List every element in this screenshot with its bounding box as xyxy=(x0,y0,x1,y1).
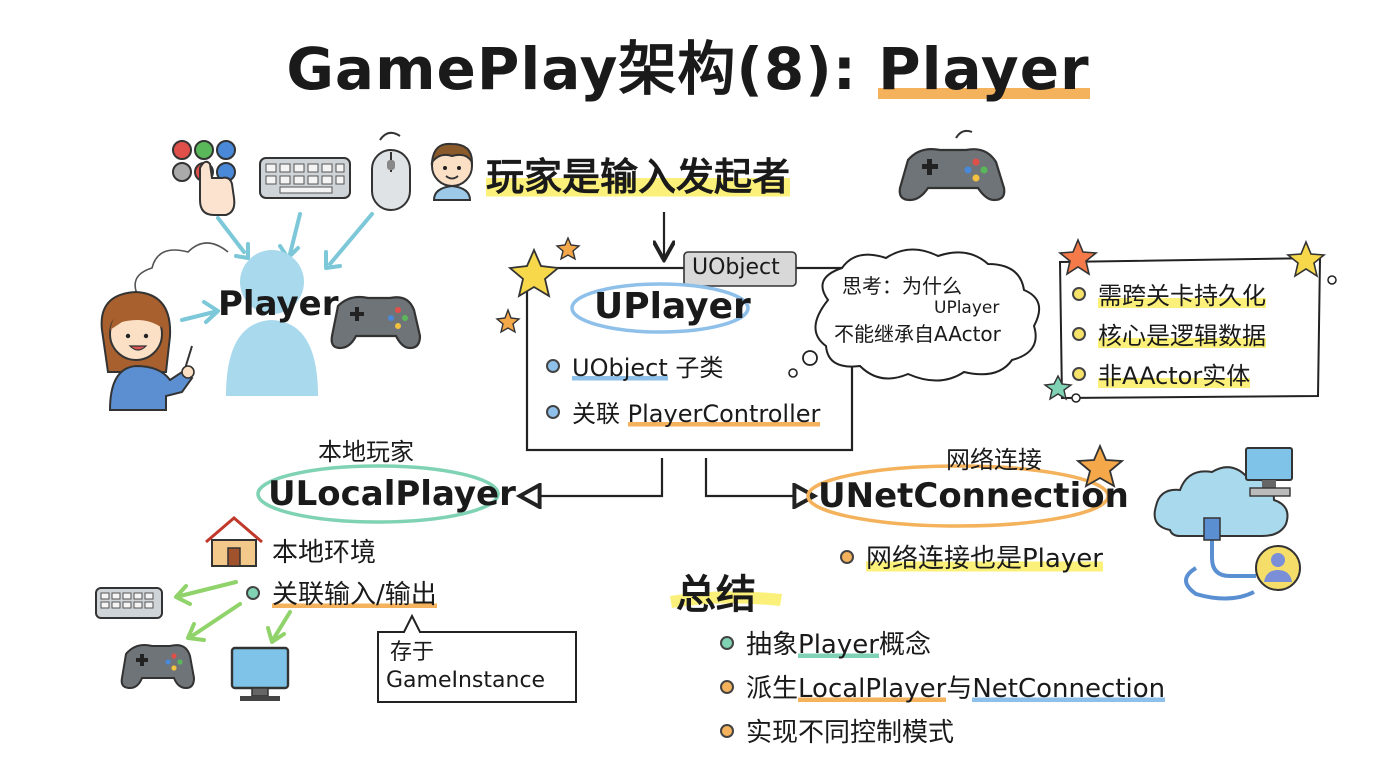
arrow-to-local xyxy=(522,458,664,496)
gamepad-icon xyxy=(120,644,196,690)
bullet xyxy=(1072,287,1086,301)
arrow-to-net xyxy=(704,458,812,496)
star-icon xyxy=(495,308,521,334)
gamepad-icon xyxy=(330,295,422,350)
touch-buttons-icon xyxy=(172,140,236,216)
gamepad-icon xyxy=(898,129,1006,202)
uplayer-name: UPlayer xyxy=(594,286,751,327)
cloud-note-line2: UPlayer xyxy=(934,298,1000,318)
bullet xyxy=(546,405,560,419)
net-caption: 网络连接 xyxy=(946,446,1042,474)
user-circle-icon xyxy=(1255,545,1301,591)
page-title: GamePlay架构(8): Player xyxy=(286,35,1090,103)
cloud-note-line3: 不能继承自AActor xyxy=(834,322,1001,346)
uplayer-item-prefix: 关联 xyxy=(572,400,628,428)
local-item: 关联输入/输出 xyxy=(246,574,437,611)
bullet xyxy=(840,549,854,564)
input-arrows xyxy=(180,212,374,324)
uplayer-item-suffix: PlayerController xyxy=(627,400,821,428)
io-arrows xyxy=(174,580,292,644)
uplayer-oval xyxy=(570,282,750,334)
summary-brush xyxy=(670,591,782,608)
note-line1: 存于 xyxy=(390,640,435,665)
note-line2: GameInstance xyxy=(386,668,546,693)
cloud-note-line1: 思考：为什么 xyxy=(842,274,962,298)
player-label: Player xyxy=(218,284,339,324)
note-box xyxy=(377,613,577,703)
uplayer-item: UObject 子类 xyxy=(546,348,723,383)
star-icon xyxy=(555,236,581,261)
uplayer-item-prefix: UObject xyxy=(572,354,668,382)
bullet xyxy=(720,635,734,650)
net-item: 网络连接也是Player xyxy=(840,538,1103,575)
summary-item: 派生LocalPlayer与NetConnection xyxy=(720,668,1166,705)
bullet xyxy=(1072,327,1086,341)
star-icon xyxy=(1043,374,1073,401)
bullet xyxy=(546,359,560,373)
girl-avatar-icon xyxy=(100,290,195,411)
uobject-tag-bg xyxy=(683,251,797,287)
person-silhouette-icon xyxy=(226,250,318,396)
uplayer-item: 关联 PlayerController xyxy=(546,394,821,429)
net-oval xyxy=(806,464,1110,528)
summary-item: 实现不同控制模式 xyxy=(720,712,954,749)
net-name: UNetConnection xyxy=(818,476,1129,516)
local-name: ULocalPlayer xyxy=(268,474,516,514)
bullet xyxy=(720,679,734,694)
keyboard-icon xyxy=(95,587,163,619)
top-center-label: 玩家是输入发起者 xyxy=(486,146,791,201)
ethernet-cable-icon xyxy=(1184,517,1256,601)
star-icon xyxy=(1057,237,1099,276)
right-box-item: 核心是逻辑数据 xyxy=(1072,316,1266,351)
title-highlight: Player xyxy=(878,35,1090,103)
star-icon xyxy=(1285,239,1327,278)
boy-avatar-icon xyxy=(430,142,474,201)
uobject-tag: UObject xyxy=(692,255,780,280)
bullet xyxy=(246,585,260,600)
right-box-item: 非AActor实体 xyxy=(1072,356,1251,391)
bullet xyxy=(1072,367,1086,381)
keyboard-icon xyxy=(259,157,351,199)
monitor-icon xyxy=(1245,447,1293,497)
mouse-icon xyxy=(371,131,411,211)
local-caption: 本地玩家 xyxy=(318,438,414,466)
local-item: 本地环境 xyxy=(272,538,377,568)
uplayer-item-suffix: 子类 xyxy=(667,354,724,382)
star-icon xyxy=(507,247,561,298)
summary-item: 抽象Player概念 xyxy=(720,624,931,661)
summary-title: 总结 xyxy=(676,572,756,618)
cloud-note-shape xyxy=(814,248,1041,382)
bullet xyxy=(720,723,734,738)
local-oval xyxy=(256,464,500,524)
right-box-frame xyxy=(1058,256,1322,400)
star-icon xyxy=(1075,443,1125,488)
house-icon xyxy=(205,516,263,567)
cloud-icon xyxy=(134,242,229,301)
monitor-icon xyxy=(230,646,290,701)
right-box-item: 需跨关卡持久化 xyxy=(1072,276,1266,311)
